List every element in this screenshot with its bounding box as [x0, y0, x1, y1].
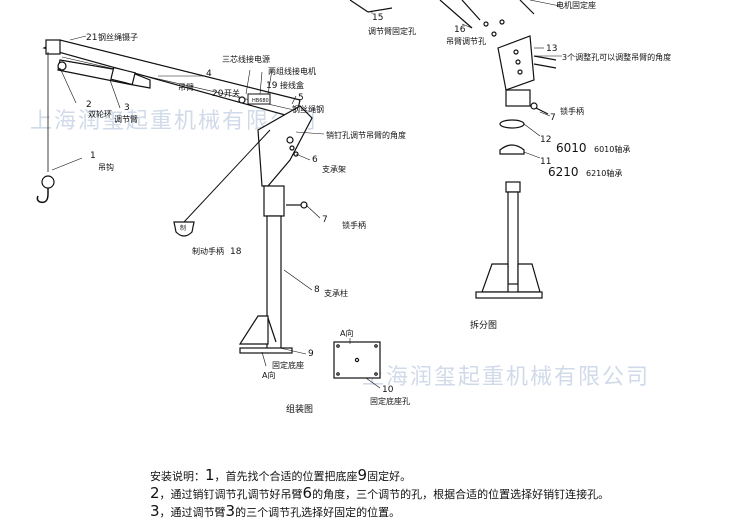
- note1-end: 固定好。: [367, 470, 412, 483]
- note2-end: 的角度，三个调节的孔，根据合适的位置选择好销钉连接孔。: [312, 488, 610, 501]
- label-6-text: 支承架: [322, 164, 346, 174]
- label-15-text: 调节臂固定孔: [368, 26, 416, 36]
- label-3-num: 3: [124, 103, 130, 113]
- label-9-text: 固定底座: [272, 360, 304, 370]
- note-line-3: 3，通过调节臂3的三个调节孔选择好固定的位置。: [150, 502, 400, 520]
- note1-ref: 9: [357, 466, 368, 484]
- label-5-text: 钢丝绳钢: [292, 104, 324, 114]
- disassembled-labels: 电机固定座 15 调节臂固定孔 16 吊臂调节孔 13 3个调整孔可以调整吊臂的…: [368, 0, 671, 331]
- disassembled-title: 拆分图: [470, 319, 497, 331]
- label-3-text: 调节臂: [114, 114, 138, 124]
- label-12-num: 12: [540, 135, 551, 145]
- label-20-text: 开关: [224, 88, 240, 98]
- label-1-text: 吊钩: [98, 162, 114, 172]
- label-10-num: 10: [382, 385, 394, 395]
- label-7-text: 锁手柄: [342, 220, 366, 230]
- assembled-title: 组装图: [286, 403, 313, 415]
- note2-ref: 6: [302, 484, 313, 502]
- assembled-crane: [36, 35, 381, 389]
- note2-step: 2: [150, 484, 160, 502]
- note1-step: 1: [205, 466, 215, 484]
- label-7b-text: 锁手柄: [560, 106, 584, 116]
- label-20-num: 20: [212, 89, 224, 99]
- note-line-1: 安装说明：1，首先找个合适的位置把底座9固定好。: [150, 466, 411, 484]
- label-8-text: 支承柱: [324, 288, 348, 298]
- marker-a-top: A向: [340, 328, 353, 338]
- label-19-text: 接线盒: [280, 80, 304, 90]
- label-12-text: 6010轴承: [594, 144, 630, 154]
- label-19-num: 19: [266, 81, 278, 91]
- label-21-num: 21: [86, 33, 97, 43]
- label-2-num: 2: [86, 100, 92, 110]
- label-18-text: 制动手柄: [192, 246, 224, 256]
- label-8-num: 8: [314, 285, 320, 295]
- note3-end: 的三个调节孔选择好固定的位置。: [235, 506, 401, 519]
- label-5-num: 5: [298, 93, 304, 103]
- label-4-text: 吊臂: [178, 82, 194, 92]
- label-power-text: 三芯线接电源: [222, 54, 270, 64]
- label-16-text: 吊臂调节孔: [446, 36, 486, 46]
- label-21-text: 钢丝绳镊子: [98, 32, 138, 42]
- bearing-6210: 6210: [548, 165, 579, 179]
- watermark-right: 上海润玺起重机械有限公司: [362, 365, 650, 390]
- marker-a-bottom: A向: [262, 370, 275, 380]
- note2-text: ，通过销钉调节孔调节好吊臂: [159, 488, 303, 501]
- label-15-num: 15: [372, 13, 383, 23]
- label-13-num: 13: [546, 44, 557, 54]
- label-pin-text: 销钉孔调节吊臂的角度: [326, 130, 406, 140]
- label-11-num: 11: [540, 157, 551, 167]
- notes-lead: 安装说明：: [150, 470, 205, 483]
- label-11-text: 6210轴承: [586, 168, 622, 178]
- label-motor-seat: 电机固定座: [556, 0, 596, 10]
- label-9-num: 9: [308, 349, 314, 359]
- label-2-text: 双轮环: [88, 109, 112, 119]
- label-7b-num: 7: [550, 113, 556, 123]
- note3-step: 3: [150, 502, 160, 520]
- label-motor-text: 两组线接电机: [268, 66, 316, 76]
- label-13-text: 3个调整孔可以调整吊臂的角度: [562, 52, 671, 62]
- label-6-num: 6: [312, 155, 318, 165]
- bearing-6010: 6010: [556, 141, 587, 155]
- label-7-num: 7: [322, 215, 328, 225]
- note3-text: ，通过调节臂: [159, 506, 226, 519]
- disassembled-parts: [349, 0, 562, 299]
- label-1-num: 1: [90, 151, 96, 161]
- label-16-num: 16: [454, 25, 466, 35]
- label-4-num: 4: [206, 69, 212, 79]
- brake-marking: 制: [180, 224, 186, 232]
- box-marking: HB680: [252, 98, 269, 104]
- note-line-2: 2，通过销钉调节孔调节好吊臂6的角度，三个调节的孔，根据合适的位置选择好销钉连接…: [150, 484, 609, 502]
- note3-ref: 3: [225, 502, 236, 520]
- label-18-num: 18: [230, 247, 242, 257]
- note1-text: ，首先找个合适的位置把底座: [214, 470, 358, 483]
- label-10-text: 固定底座孔: [370, 396, 410, 406]
- assembled-labels: 21 钢丝绳镊子 4 吊臂 2 双轮环 3 调节臂 1 吊钩 三芯线接电源 两组…: [86, 32, 410, 415]
